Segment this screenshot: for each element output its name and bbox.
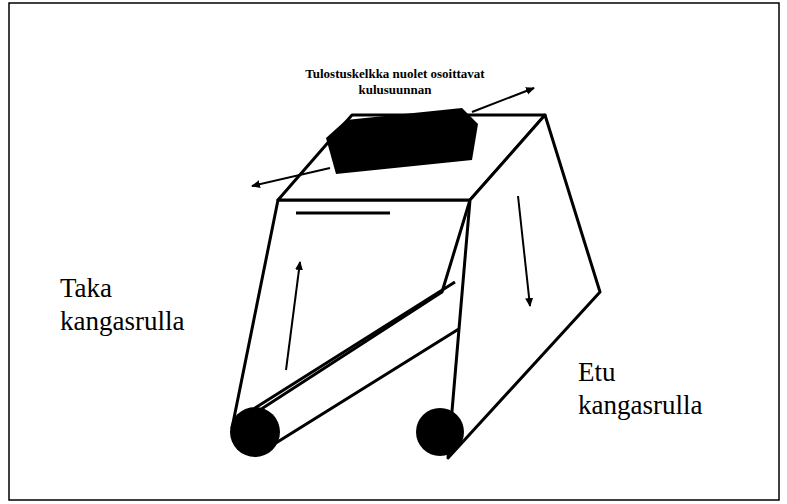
carriage-arrow <box>472 88 534 112</box>
back-roll-end <box>230 407 280 457</box>
feed-arrow <box>518 196 530 306</box>
print-carriage <box>326 108 478 174</box>
print-line <box>296 212 390 215</box>
back-roll <box>255 282 470 456</box>
roll-label: Taka kangasrulla <box>60 272 210 338</box>
front-fabric-panel <box>448 115 600 458</box>
frame <box>9 3 779 500</box>
carriage-label: Tulostuskelkka nuolet osoittavat kulusuu… <box>300 66 490 98</box>
front-roll-end <box>416 408 464 456</box>
back-fabric-panel <box>232 200 470 428</box>
carriage-arrow <box>252 168 330 186</box>
roll-label: Etu kangasrulla <box>578 356 738 422</box>
feed-arrow <box>286 262 300 370</box>
